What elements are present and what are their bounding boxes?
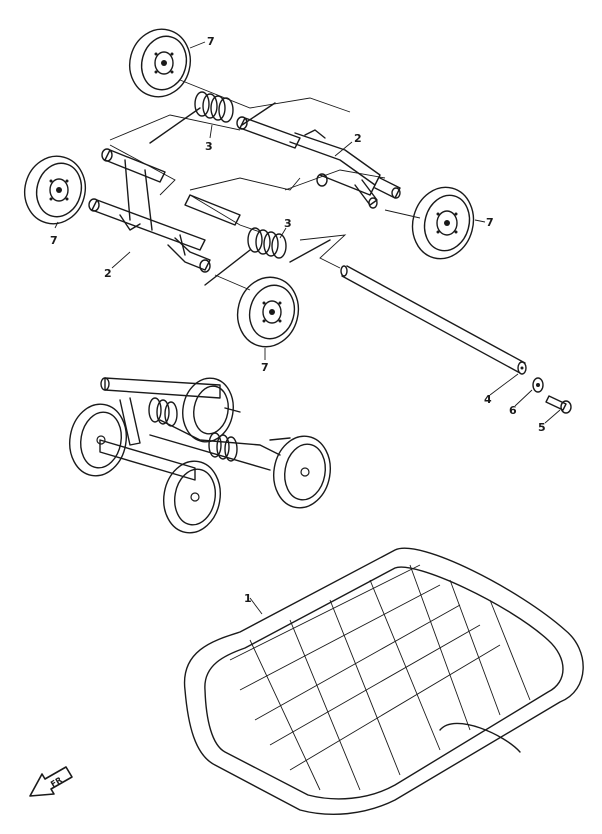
idler-wheel-right xyxy=(411,186,475,260)
callout-shaft: 4 xyxy=(484,393,492,406)
idler-wheel-bottom xyxy=(236,276,300,348)
assembled-suspension xyxy=(69,377,331,534)
callout-bolt: 5 xyxy=(538,421,546,434)
idler-wheel-top xyxy=(129,28,191,98)
callout-wheel-bottom: 7 xyxy=(261,361,269,374)
bolt xyxy=(545,395,572,414)
callout-wheel-top: 7 xyxy=(207,35,215,48)
front-direction-arrow-icon: FR xyxy=(29,766,73,797)
callout-arm-right: 2 xyxy=(354,132,362,145)
callout-track: 1 xyxy=(244,592,252,605)
exploded-leader-lines xyxy=(109,79,421,291)
drive-track xyxy=(183,547,584,815)
callout-wheel-right: 7 xyxy=(486,216,494,229)
swing-arm-right xyxy=(236,116,401,209)
callout-spring-top: 3 xyxy=(205,140,213,153)
washer xyxy=(532,377,544,393)
cross-shaft xyxy=(340,265,527,375)
swing-arm-left xyxy=(88,148,241,273)
torsion-spring-middle xyxy=(204,227,331,286)
callout-wheel-left: 7 xyxy=(50,234,58,247)
torsion-spring-top xyxy=(149,91,276,144)
idler-wheel-left xyxy=(24,155,86,225)
callout-leaders xyxy=(54,41,561,615)
callout-washer: 6 xyxy=(509,404,517,417)
callout-arm-left: 2 xyxy=(104,267,112,280)
callout-spring-mid: 3 xyxy=(284,217,292,230)
